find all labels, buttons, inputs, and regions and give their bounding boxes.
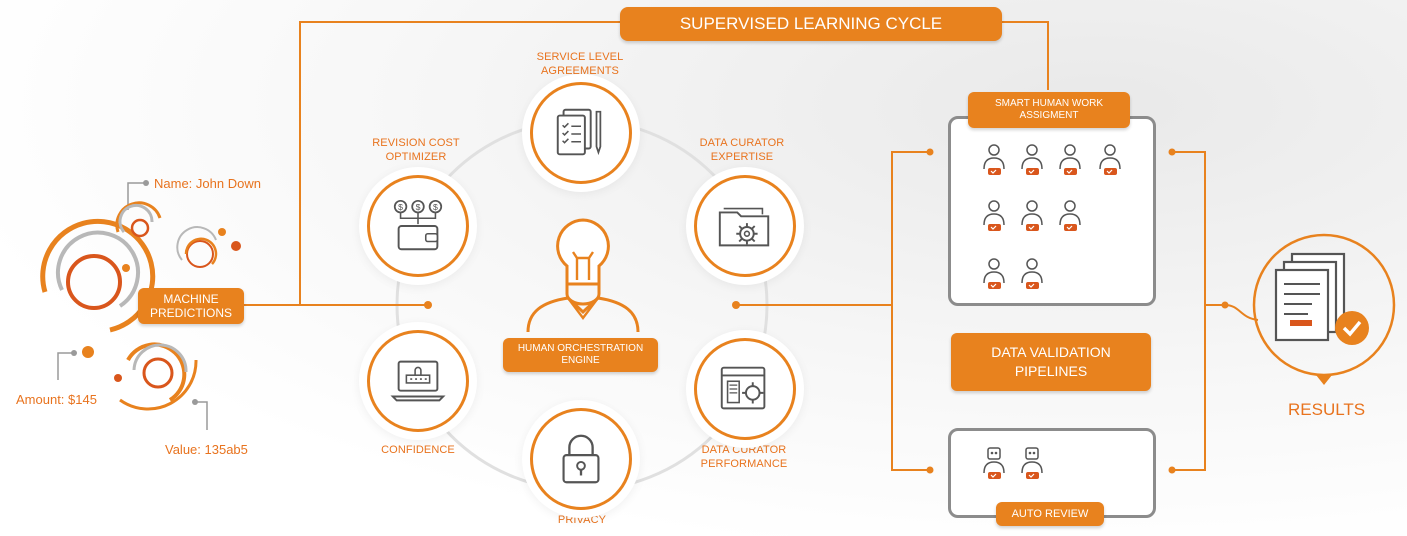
worker-icon (1019, 199, 1045, 235)
window-gear-icon (720, 366, 766, 410)
node-label-revision-cost: REVISION COST OPTIMIZER (372, 137, 460, 163)
folder-gear-icon (718, 207, 770, 247)
prediction-rings (40, 201, 241, 411)
data-curator-performance-node (694, 338, 796, 440)
auto-review-box: AUTO REVIEW (996, 502, 1104, 526)
node-label-confidence: CONFIDENCE (381, 444, 455, 456)
svg-text:$: $ (416, 202, 421, 212)
worker-icon (1019, 257, 1045, 293)
robot-icon (981, 447, 1007, 483)
worker-icon (1057, 199, 1083, 235)
svg-text:$: $ (433, 202, 438, 212)
prediction-value: Value: 135ab5 (165, 442, 248, 457)
lightbulb-head-icon (526, 218, 640, 333)
work-assignment-panel (948, 116, 1156, 306)
document-checklist-icon (556, 108, 602, 156)
worker-icon (1097, 143, 1123, 179)
human-orchestration-engine-box: HUMAN ORCHESTRATION ENGINE (503, 338, 658, 372)
results-label: RESULTS (1288, 400, 1366, 419)
supervised-learning-cycle-title: SUPERVISED LEARNING CYCLE (620, 7, 1002, 41)
data-validation-pipelines-box: DATA VALIDATION PIPELINES (951, 333, 1151, 391)
machine-predictions-box: MACHINE PREDICTIONS (138, 288, 244, 324)
worker-icon (1019, 143, 1045, 179)
node-label-sla: SERVICE LEVEL AGREEMENTS (536, 51, 624, 77)
privacy-node (530, 408, 632, 510)
worker-icon (981, 199, 1007, 235)
laptop-lock-icon (390, 360, 446, 402)
node-label-expertise: DATA CURATOR EXPERTISE (699, 137, 785, 163)
node-label-privacy: PRIVACY (557, 514, 607, 526)
padlock-icon (562, 434, 600, 484)
prediction-name: Name: John Down (154, 176, 261, 191)
svg-text:$: $ (398, 202, 403, 212)
revision-cost-optimizer-node: $ $ $ (367, 175, 469, 277)
smart-human-work-assignment-box: SMART HUMAN WORK ASSIGMENT (968, 92, 1130, 128)
robot-icon (1019, 447, 1045, 483)
prediction-amount: Amount: $145 (16, 392, 97, 407)
data-curator-expertise-node (694, 175, 796, 277)
wallet-coins-icon: $ $ $ (393, 199, 443, 251)
worker-icon (981, 143, 1007, 179)
service-level-agreements-node (530, 82, 632, 184)
worker-icon (1057, 143, 1083, 179)
confidence-node (367, 330, 469, 432)
approved-document-icon (1274, 252, 1369, 345)
worker-icon (981, 257, 1007, 293)
node-label-performance: DATA CURATOR PERFORMANCE (700, 444, 788, 470)
